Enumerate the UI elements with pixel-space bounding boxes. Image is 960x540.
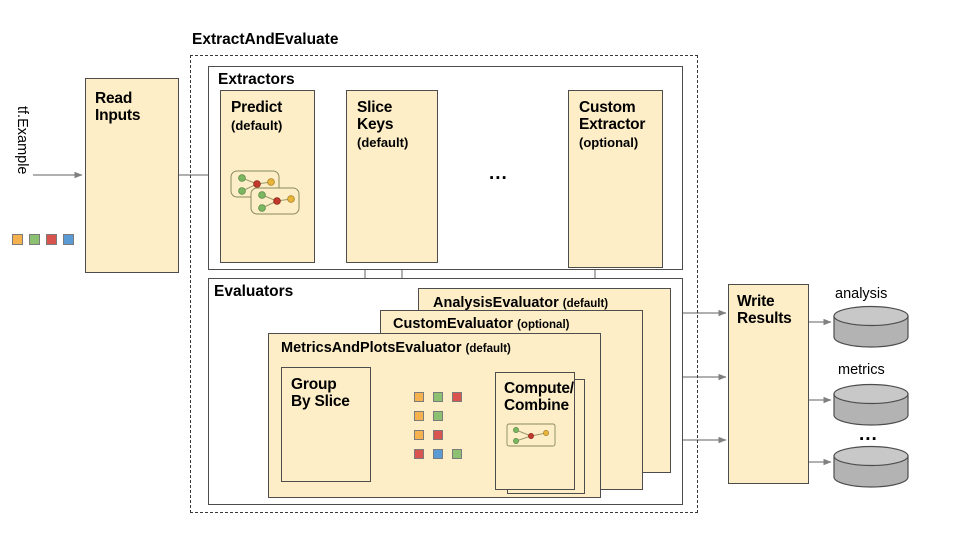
slice-chip-2-1 — [433, 430, 443, 440]
write-results-line2: Results — [737, 310, 792, 328]
slice-chip-3-1 — [433, 449, 443, 459]
output-metrics-cylinder[interactable] — [833, 383, 911, 426]
slice-keys-line1: Slice — [357, 99, 393, 116]
slice-chip-1-0 — [414, 411, 424, 421]
predict-graph-icon — [230, 170, 300, 215]
compute-combine-box[interactable]: Compute/ Combine — [495, 372, 575, 490]
extractors-ellipsis: ... — [489, 163, 508, 184]
input-chip-3 — [63, 234, 74, 245]
output-more-label: ... — [859, 424, 878, 445]
extractor-predict-qualifier: (default) — [231, 118, 283, 133]
group-by-slice-line2: By Slice — [291, 393, 350, 411]
read-inputs-line2: Inputs — [95, 107, 141, 125]
input-chip-2 — [46, 234, 57, 245]
read-inputs-label: Read Inputs — [95, 90, 175, 125]
slice-chip-0-0 — [414, 392, 424, 402]
slice-chip-0-1 — [433, 392, 443, 402]
write-results-box[interactable]: Write Results — [728, 284, 809, 484]
input-chip-1 — [29, 234, 40, 245]
compute-combine-line2: Combine — [504, 397, 569, 415]
output-more-cylinder[interactable] — [833, 445, 911, 488]
input-label: tf.Example — [14, 106, 30, 175]
input-chips — [12, 234, 76, 248]
extract-and-evaluate-title: ExtractAndEvaluate — [192, 31, 339, 48]
evaluators-group-label: Evaluators — [214, 283, 294, 300]
slice-chip-grid — [414, 392, 470, 468]
extractor-predict-title: Predict — [231, 99, 283, 116]
group-by-slice-line1: Group — [291, 376, 337, 393]
extract-and-evaluate-container — [190, 55, 698, 513]
slice-chip-3-0 — [414, 449, 424, 459]
extractor-predict-box[interactable]: Predict (default) — [220, 90, 315, 263]
input-chip-0 — [12, 234, 23, 245]
slice-chip-0-2 — [452, 392, 462, 402]
extractor-slice-keys-title: Slice Keys — [357, 99, 393, 134]
read-inputs-line1: Read — [95, 90, 133, 107]
slice-chip-2-0 — [414, 430, 424, 440]
compute-combine-graph-icon — [506, 423, 556, 447]
evaluator-analysis-title: AnalysisEvaluator (default) — [433, 295, 608, 311]
extractor-slice-keys-qualifier: (default) — [357, 135, 409, 150]
slice-chip-1-1 — [433, 411, 443, 421]
extractor-custom-qualifier: (optional) — [579, 135, 639, 150]
custom-extractor-line2: Extractor — [579, 116, 646, 134]
compute-combine-line1: Compute/ — [504, 380, 574, 397]
input-label-wrap: tf.Example — [14, 106, 31, 175]
group-by-slice-label: Group By Slice — [291, 376, 350, 411]
custom-evaluator-qualifier: (optional) — [517, 319, 570, 331]
extractor-custom-title: Custom Extractor — [579, 99, 645, 134]
metrics-evaluator-label: MetricsAndPlotsEvaluator — [281, 340, 462, 356]
write-results-label: Write Results — [737, 293, 792, 328]
custom-extractor-line1: Custom — [579, 99, 636, 116]
evaluator-metrics-title: MetricsAndPlotsEvaluator (default) — [281, 340, 511, 356]
output-analysis-cylinder[interactable] — [833, 305, 911, 348]
evaluator-custom-title: CustomEvaluator (optional) — [393, 316, 569, 332]
output-analysis-label: analysis — [835, 286, 888, 302]
analysis-evaluator-qualifier: (default) — [562, 298, 609, 310]
slice-chip-3-2 — [452, 449, 462, 459]
read-inputs-box[interactable]: Read Inputs — [85, 78, 179, 273]
extractor-slice-keys-box[interactable]: Slice Keys (default) — [346, 90, 438, 263]
group-by-slice-box[interactable]: Group By Slice — [281, 367, 371, 482]
output-metrics-label: metrics — [838, 362, 885, 378]
metrics-evaluator-qualifier: (default) — [465, 343, 511, 355]
slice-keys-line2: Keys — [357, 116, 394, 134]
analysis-evaluator-label: AnalysisEvaluator — [433, 295, 559, 311]
write-results-line1: Write — [737, 293, 775, 310]
extractor-custom-box[interactable]: Custom Extractor (optional) — [568, 90, 663, 268]
evaluator-metrics-and-plots-box[interactable]: MetricsAndPlotsEvaluator (default) Group… — [268, 333, 601, 498]
compute-combine-label: Compute/ Combine — [504, 380, 574, 415]
extractors-group-label: Extractors — [218, 71, 295, 88]
custom-evaluator-label: CustomEvaluator — [393, 316, 514, 332]
